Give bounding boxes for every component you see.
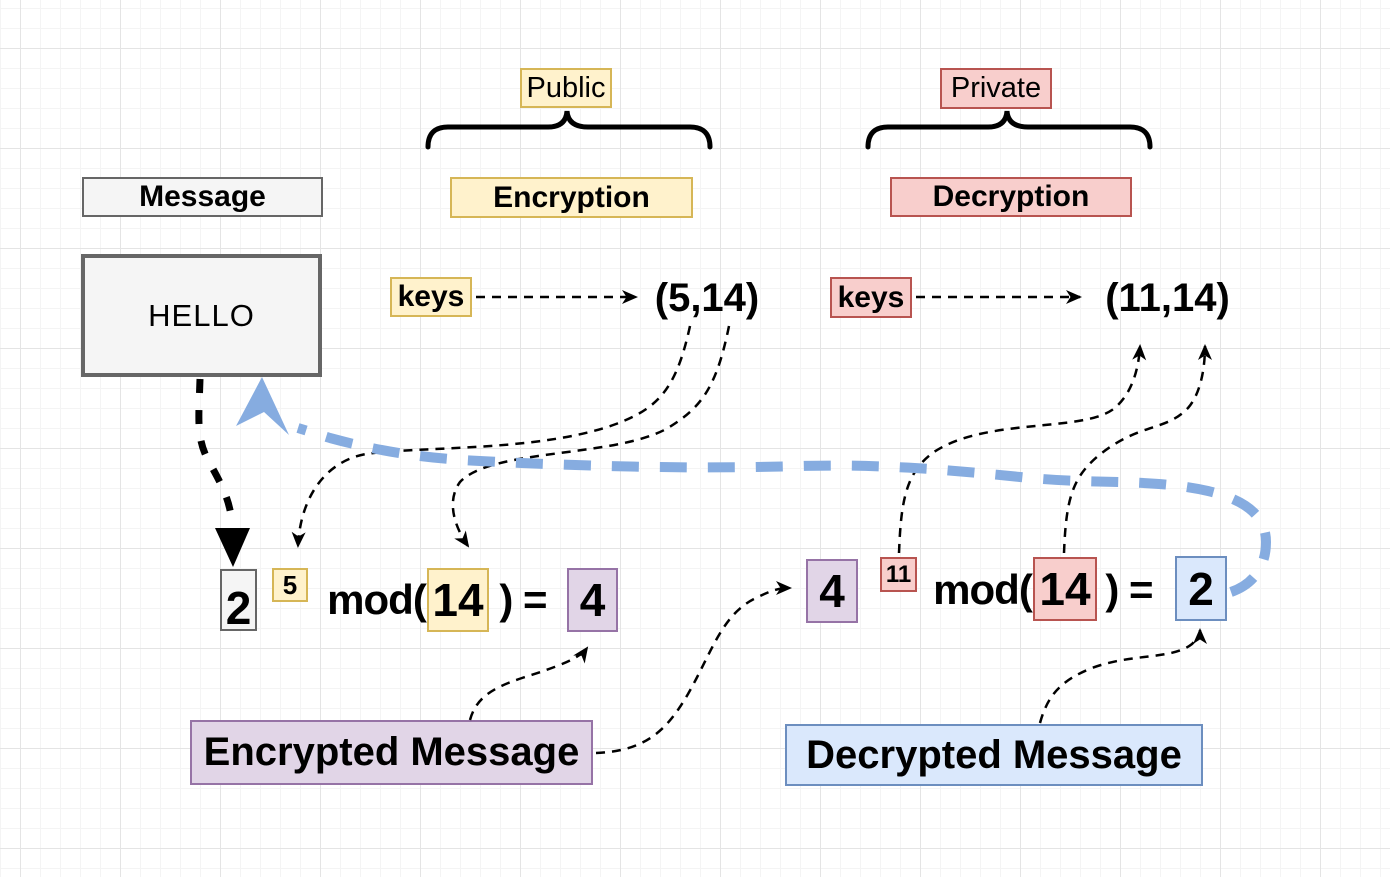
arrow-encrypted-label-to-result: [468, 646, 589, 721]
arrow-public-pair-to-exponent: [291, 325, 692, 548]
encryption-modulus-box: 14: [427, 568, 489, 632]
arrow-exponent-to-private-pair: [897, 344, 1147, 554]
decrypted-message-label: Decrypted Message: [785, 724, 1203, 786]
public-group-label: Public: [520, 68, 612, 108]
arrow-decrypted-label-to-result: [1038, 628, 1207, 724]
private-keys-box: keys: [830, 277, 912, 318]
plaintext-message-box: HELLO: [81, 254, 322, 377]
encryption-column-header: Encryption: [450, 177, 693, 218]
decryption-close-equals-text: ) =: [1105, 566, 1153, 613]
public-keys-box: keys: [390, 277, 472, 317]
public-key-pair-text: (5,14): [654, 275, 760, 320]
arrow-message-to-base-head: [215, 528, 250, 567]
encryption-result-box: 4: [567, 568, 618, 632]
encryption-close-equals-text: ) =: [499, 576, 547, 623]
public-brace: [425, 110, 713, 150]
arrow-public-pair-to-modulus: [451, 325, 731, 548]
decryption-exponent-box: 11: [880, 557, 917, 592]
encryption-mod-open-text: mod(: [327, 576, 427, 623]
decryption-column-header: Decryption: [890, 177, 1132, 217]
private-brace: [865, 110, 1153, 150]
message-column-header: Message: [82, 177, 323, 217]
decryption-modulus-box: 14: [1033, 557, 1097, 621]
arrow-encrypted-label-to-decryption-base: [595, 581, 792, 755]
encrypted-message-label: Encrypted Message: [190, 720, 593, 785]
decryption-base-box: 4: [806, 559, 858, 623]
private-group-label: Private: [940, 68, 1052, 109]
arrow-message-to-base: [195, 378, 236, 525]
decryption-result-box: 2: [1175, 556, 1227, 621]
private-key-pair-text: (11,14): [1105, 275, 1230, 320]
encryption-exponent-box: 5: [272, 568, 308, 602]
arrow-modulus-to-private-pair: [1062, 344, 1212, 554]
decryption-mod-open-text: mod(: [933, 566, 1033, 613]
encryption-base-box: 2: [220, 569, 257, 631]
arrow-decrypted-to-message-loop-head: [236, 377, 289, 435]
